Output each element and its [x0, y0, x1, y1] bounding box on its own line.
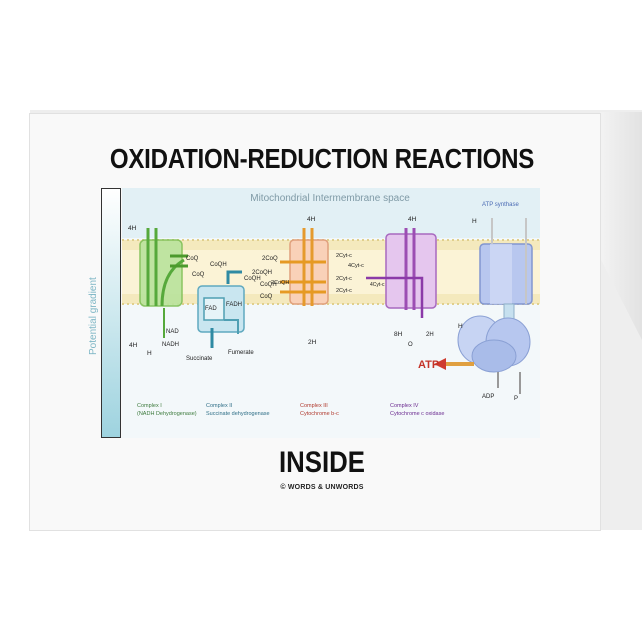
copyright-notice: © WORDS & UNWORDS	[280, 484, 364, 491]
nadh-label: NADH	[162, 342, 179, 348]
complex-3-name: Complex III	[300, 403, 328, 409]
potential-gradient-label: Potential gradient	[88, 277, 99, 355]
fadh2-label: FADH	[226, 302, 242, 308]
coqh2-3: CoQH	[260, 282, 277, 288]
nad-label: NAD	[166, 329, 179, 335]
two-coq: 2CoQ	[262, 256, 278, 262]
intermembrane-space-band	[122, 188, 540, 238]
coqh2-2: CoQH	[244, 276, 261, 282]
card-title: OXIDATION-REDUCTION REACTIONS	[109, 143, 535, 174]
h-4h-4: 4H	[408, 216, 417, 223]
o2-label: O	[408, 342, 413, 348]
complex-1	[139, 228, 188, 338]
pi-label: P	[514, 396, 518, 402]
h-plus-3: H	[458, 323, 463, 330]
fad-label: FAD	[205, 306, 217, 312]
complex-2	[197, 270, 245, 348]
cytc-red2: 2Cyt-c	[336, 288, 352, 294]
h2o-label: 2H	[426, 332, 434, 338]
complex-3	[280, 228, 329, 306]
h-8h: 8H	[394, 331, 403, 338]
card-subtitle: INSIDE	[278, 446, 366, 479]
electron-transport-diagram: Mitochondrial Intermembrane space 4H 4H …	[122, 188, 540, 438]
h-4h-3: 4H	[307, 216, 316, 223]
complex-1-sub: (NADH Dehydrogenase)	[137, 411, 197, 417]
coq-1: CoQ	[186, 256, 199, 262]
potential-gradient-bar	[101, 188, 121, 438]
succinate-label: Succinate	[186, 356, 213, 362]
complex-4	[366, 228, 437, 318]
h-plus-1: H	[147, 350, 152, 357]
two-coqh2-2: 2CoQH	[271, 280, 289, 286]
complex-2-name: Complex II	[206, 403, 233, 409]
coq-3: CoQ	[260, 294, 273, 300]
atp-label: ATP	[418, 359, 439, 371]
cytc4-red: 4Cyt-c	[370, 282, 385, 288]
complex-1-name: Complex I	[137, 403, 162, 409]
h-4h-2: 4H	[129, 342, 138, 349]
complex-4-name: Complex IV	[390, 403, 419, 409]
h-4h-1: 4H	[128, 225, 137, 232]
atp-arrowhead	[434, 358, 446, 370]
adp-label: ADP	[482, 394, 494, 400]
h-plus-2: H	[472, 218, 477, 225]
complex-2-sub: Succinate dehydrogenase	[206, 411, 270, 417]
intermembrane-space-label: Mitochondrial Intermembrane space	[250, 193, 410, 204]
membrane-bilayer	[122, 239, 540, 305]
coq-2: CoQ	[192, 272, 205, 278]
cytc4-ox: 4Cyt-c	[348, 263, 364, 269]
complex-3-sub: Cytochrome b-c	[300, 411, 339, 417]
h-2h: 2H	[308, 339, 317, 346]
coqh2-1: CoQH	[210, 262, 227, 268]
two-coqh2-1: 2CoQH	[252, 270, 272, 276]
atp-synthase	[457, 218, 533, 394]
atp-synthase-label: ATP synthase	[482, 202, 519, 208]
fumerate-label: Fumerate	[228, 350, 254, 356]
cytc-ox: 2Cyt-c	[336, 253, 352, 259]
complex-4-sub: Cytochrome c oxidase	[390, 411, 444, 417]
cytc-red: 2Cyt-c	[336, 276, 352, 282]
